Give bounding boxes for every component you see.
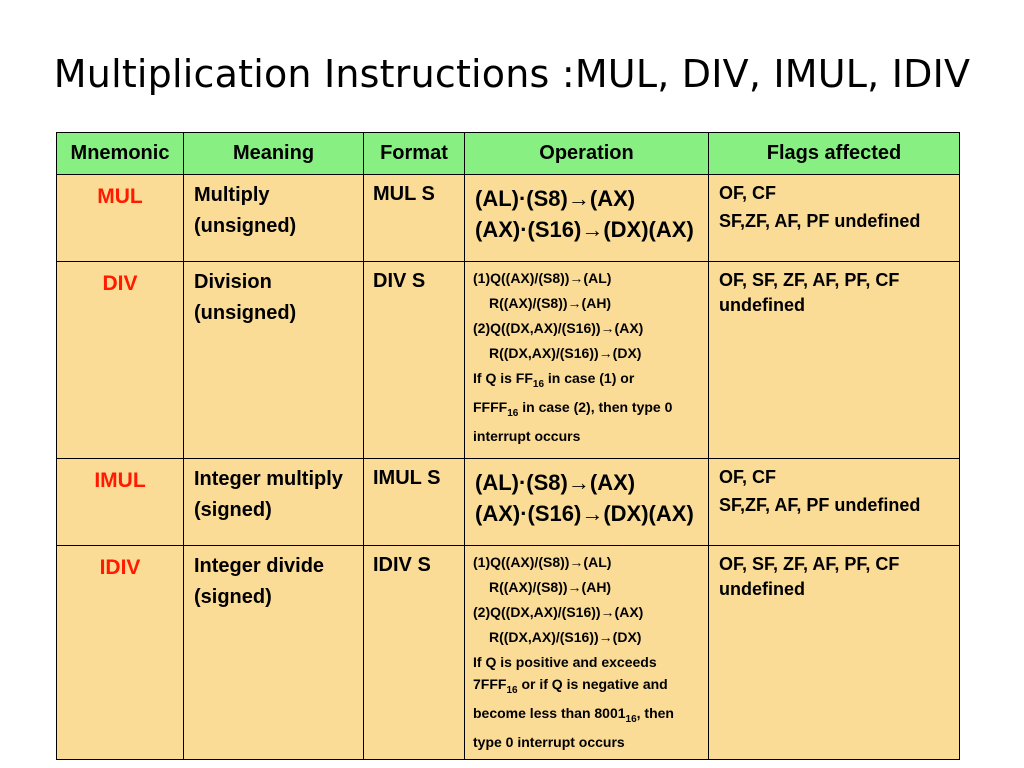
flags-line: OF, CF bbox=[719, 467, 776, 487]
slide-title: Multiplication Instructions :MUL, DIV, I… bbox=[53, 52, 971, 96]
flags-line: SF,ZF, AF, PF undefined bbox=[719, 495, 921, 515]
operation-line: R((AX)/(S8))→(AH) bbox=[489, 579, 612, 595]
flags-line: undefined bbox=[719, 579, 805, 599]
mnemonic-cell: IMUL bbox=[56, 458, 184, 546]
operation-line: (AX)·(S16)→(DX)(AX) bbox=[475, 501, 694, 526]
flags-cell: OF, SF, ZF, AF, PF, CF undefined bbox=[708, 261, 960, 459]
operation-cell: (AL)·(S8)→(AX) (AX)·(S16)→(DX)(AX) bbox=[464, 174, 709, 262]
mnemonic-cell: DIV bbox=[56, 261, 184, 459]
flags-line: OF, CF bbox=[719, 183, 776, 203]
operation-line: (1)Q((AX)/(S8))→(AL) bbox=[473, 554, 612, 570]
flags-line: SF,ZF, AF, PF undefined bbox=[719, 211, 921, 231]
instruction-table: Mnemonic Meaning Format Operation Flags … bbox=[56, 132, 960, 760]
operation-line: (AL)·(S8)→(AX) bbox=[475, 186, 636, 211]
flags-line: OF, SF, ZF, AF, PF, CF bbox=[719, 270, 900, 290]
operation-cell: (AL)·(S8)→(AX) (AX)·(S16)→(DX)(AX) bbox=[464, 458, 709, 546]
mnemonic-cell: IDIV bbox=[56, 545, 184, 760]
format-cell: MUL S bbox=[363, 174, 465, 262]
meaning-cell: Division (unsigned) bbox=[183, 261, 364, 459]
operation-line: (2)Q((DX,AX)/(S16))→(AX) bbox=[473, 604, 644, 620]
operation-line: (1)Q((AX)/(S8))→(AL) bbox=[473, 270, 612, 286]
table-row: IMUL Integer multiply (signed) IMUL S (A… bbox=[56, 458, 960, 546]
operation-line: (AL)·(S8)→(AX) bbox=[475, 470, 636, 495]
header-mnemonic: Mnemonic bbox=[56, 132, 184, 175]
meaning-line: Integer divide bbox=[194, 555, 325, 577]
meaning-line: Division bbox=[194, 271, 272, 293]
flags-cell: OF, SF, ZF, AF, PF, CF undefined bbox=[708, 545, 960, 760]
header-operation: Operation bbox=[464, 132, 709, 175]
meaning-line: (unsigned) bbox=[194, 302, 297, 324]
operation-cell: (1)Q((AX)/(S8))→(AL) R((AX)/(S8))→(AH) (… bbox=[464, 545, 709, 760]
meaning-cell: Integer divide (signed) bbox=[183, 545, 364, 760]
table-row: DIV Division (unsigned) DIV S (1)Q((AX)/… bbox=[56, 261, 960, 459]
operation-line: R((DX,AX)/(S16))→(DX) bbox=[489, 629, 642, 645]
table-row: MUL Multiply (unsigned) MUL S (AL)·(S8)→… bbox=[56, 174, 960, 262]
operation-cell: (1)Q((AX)/(S8))→(AL) R((AX)/(S8))→(AH) (… bbox=[464, 261, 709, 459]
meaning-cell: Integer multiply (signed) bbox=[183, 458, 364, 546]
meaning-cell: Multiply (unsigned) bbox=[183, 174, 364, 262]
header-format: Format bbox=[363, 132, 465, 175]
meaning-line: Integer multiply bbox=[194, 468, 343, 490]
format-cell: IMUL S bbox=[363, 458, 465, 546]
flags-cell: OF, CF SF,ZF, AF, PF undefined bbox=[708, 458, 960, 546]
table-row: IDIV Integer divide (signed) IDIV S (1)Q… bbox=[56, 545, 960, 760]
operation-line: R((AX)/(S8))→(AH) bbox=[489, 295, 612, 311]
header-meaning: Meaning bbox=[183, 132, 364, 175]
header-row: Mnemonic Meaning Format Operation Flags … bbox=[56, 132, 960, 175]
meaning-line: Multiply bbox=[194, 184, 270, 206]
flags-line: undefined bbox=[719, 295, 805, 315]
meaning-line: (unsigned) bbox=[194, 215, 297, 237]
header-flags: Flags affected bbox=[708, 132, 960, 175]
operation-line: R((DX,AX)/(S16))→(DX) bbox=[489, 345, 642, 361]
meaning-line: (signed) bbox=[194, 499, 272, 521]
flags-line: OF, SF, ZF, AF, PF, CF bbox=[719, 554, 900, 574]
format-cell: DIV S bbox=[363, 261, 465, 459]
mnemonic-cell: MUL bbox=[56, 174, 184, 262]
format-cell: IDIV S bbox=[363, 545, 465, 760]
operation-line: (2)Q((DX,AX)/(S16))→(AX) bbox=[473, 320, 644, 336]
meaning-line: (signed) bbox=[194, 586, 272, 608]
flags-cell: OF, CF SF,ZF, AF, PF undefined bbox=[708, 174, 960, 262]
operation-line: (AX)·(S16)→(DX)(AX) bbox=[475, 217, 694, 242]
